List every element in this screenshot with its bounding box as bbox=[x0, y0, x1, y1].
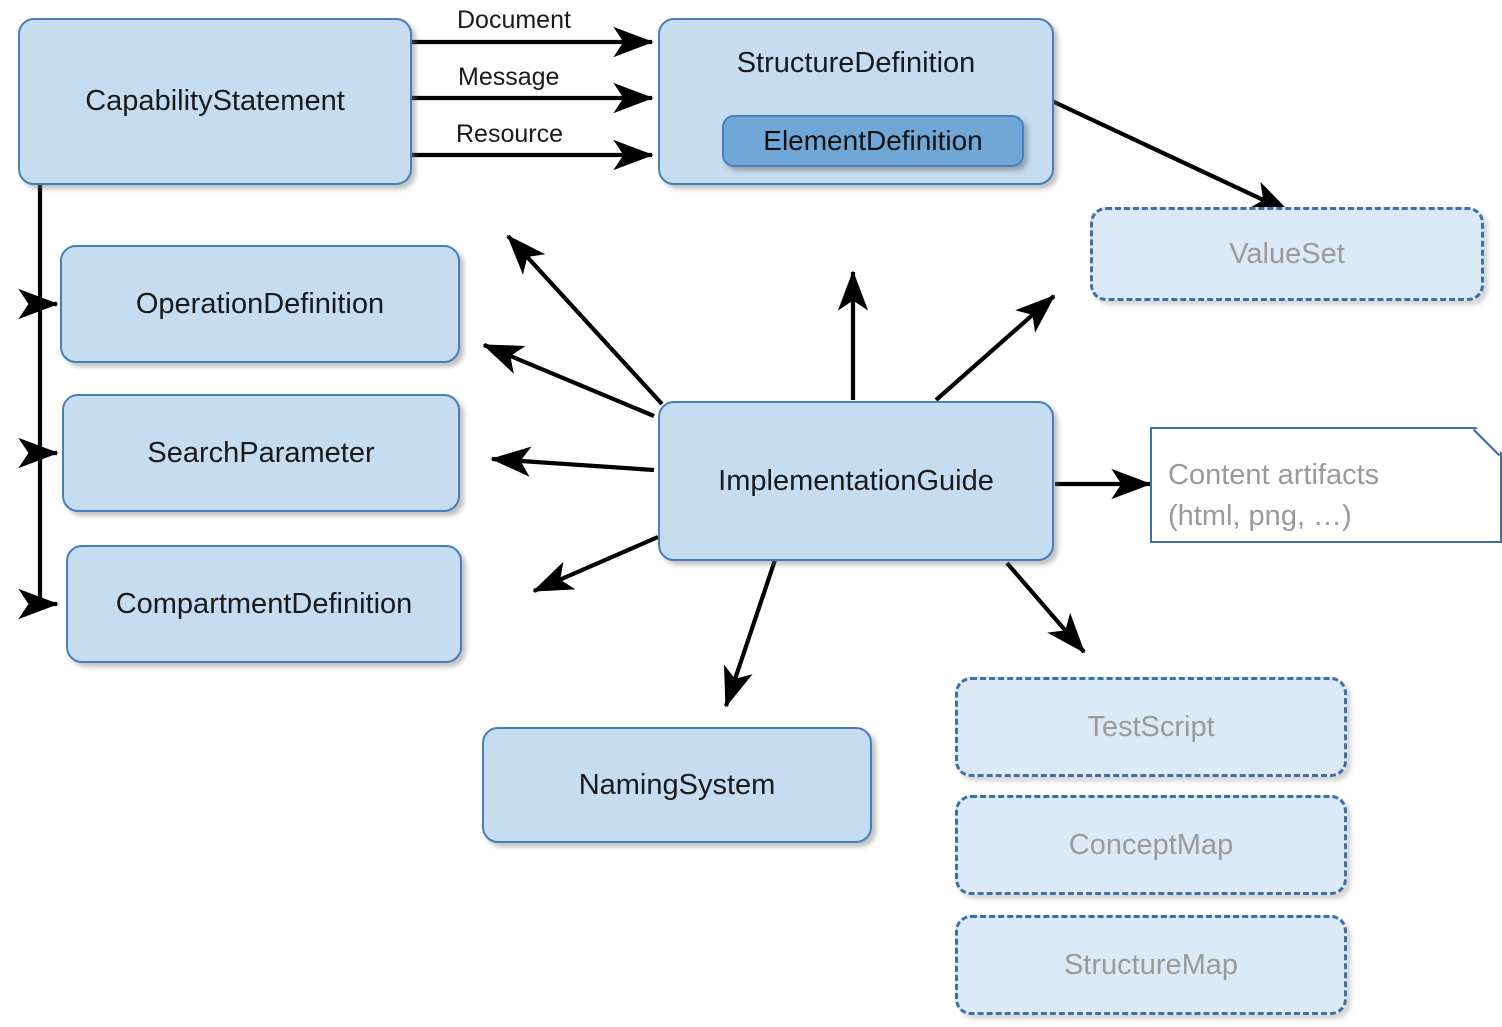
node-compartment-definition[interactable]: CompartmentDefinition bbox=[66, 545, 462, 663]
node-label-content-artifacts-line1: Content artifacts bbox=[1168, 459, 1380, 491]
edge-ig-to-valueset bbox=[934, 294, 1056, 402]
node-implementation-guide[interactable]: ImplementationGuide bbox=[658, 401, 1054, 561]
node-label-implementation-guide: ImplementationGuide bbox=[718, 464, 994, 497]
note-fold-icon bbox=[1473, 429, 1500, 456]
node-label-operation-definition: OperationDefinition bbox=[135, 287, 385, 320]
node-operation-definition[interactable]: OperationDefinition bbox=[60, 245, 460, 363]
node-label-structure-map: StructureMap bbox=[1063, 948, 1239, 981]
node-structure-definition[interactable]: StructureDefinition ElementDefinition bbox=[658, 18, 1054, 185]
edge-ig-to-capability bbox=[506, 234, 664, 406]
edge-ig-to-compartment bbox=[532, 535, 659, 593]
node-label-test-script: TestScript bbox=[1087, 710, 1215, 743]
edge-label-resource: Resource bbox=[456, 120, 563, 148]
node-label-capability-statement: CapabilityStatement bbox=[85, 85, 345, 118]
node-structure-map[interactable]: StructureMap bbox=[955, 915, 1347, 1015]
node-naming-system[interactable]: NamingSystem bbox=[482, 727, 872, 843]
node-label-concept-map: ConceptMap bbox=[1068, 828, 1234, 861]
node-label-naming-system: NamingSystem bbox=[578, 768, 776, 801]
node-label-structure-definition: StructureDefinition bbox=[736, 47, 976, 79]
edge-ig-to-search bbox=[490, 446, 655, 477]
edge-structure-to-valueset bbox=[1051, 99, 1291, 214]
node-search-parameter[interactable]: SearchParameter bbox=[62, 394, 460, 512]
node-content-artifacts[interactable]: Content artifacts (html, png, …) bbox=[1150, 427, 1502, 543]
edge-ig-to-test-script bbox=[1005, 561, 1086, 654]
edge-label-document: Document bbox=[457, 6, 571, 34]
node-label-value-set: ValueSet bbox=[1229, 237, 1345, 270]
node-capability-statement[interactable]: CapabilityStatement bbox=[18, 18, 412, 185]
node-label-compartment-definition: CompartmentDefinition bbox=[115, 587, 413, 620]
node-label-content-artifacts-line2: (html, png, …) bbox=[1168, 500, 1352, 533]
node-test-script[interactable]: TestScript bbox=[955, 677, 1347, 777]
edge-ig-to-operation bbox=[482, 343, 655, 418]
node-concept-map[interactable]: ConceptMap bbox=[955, 795, 1347, 895]
node-element-definition[interactable]: ElementDefinition bbox=[722, 115, 1024, 167]
node-label-element-definition: ElementDefinition bbox=[763, 125, 983, 157]
edge-label-message: Message bbox=[458, 63, 560, 91]
edge-ig-to-naming-system bbox=[723, 559, 777, 708]
node-value-set[interactable]: ValueSet bbox=[1090, 207, 1484, 301]
node-label-search-parameter: SearchParameter bbox=[147, 436, 375, 469]
